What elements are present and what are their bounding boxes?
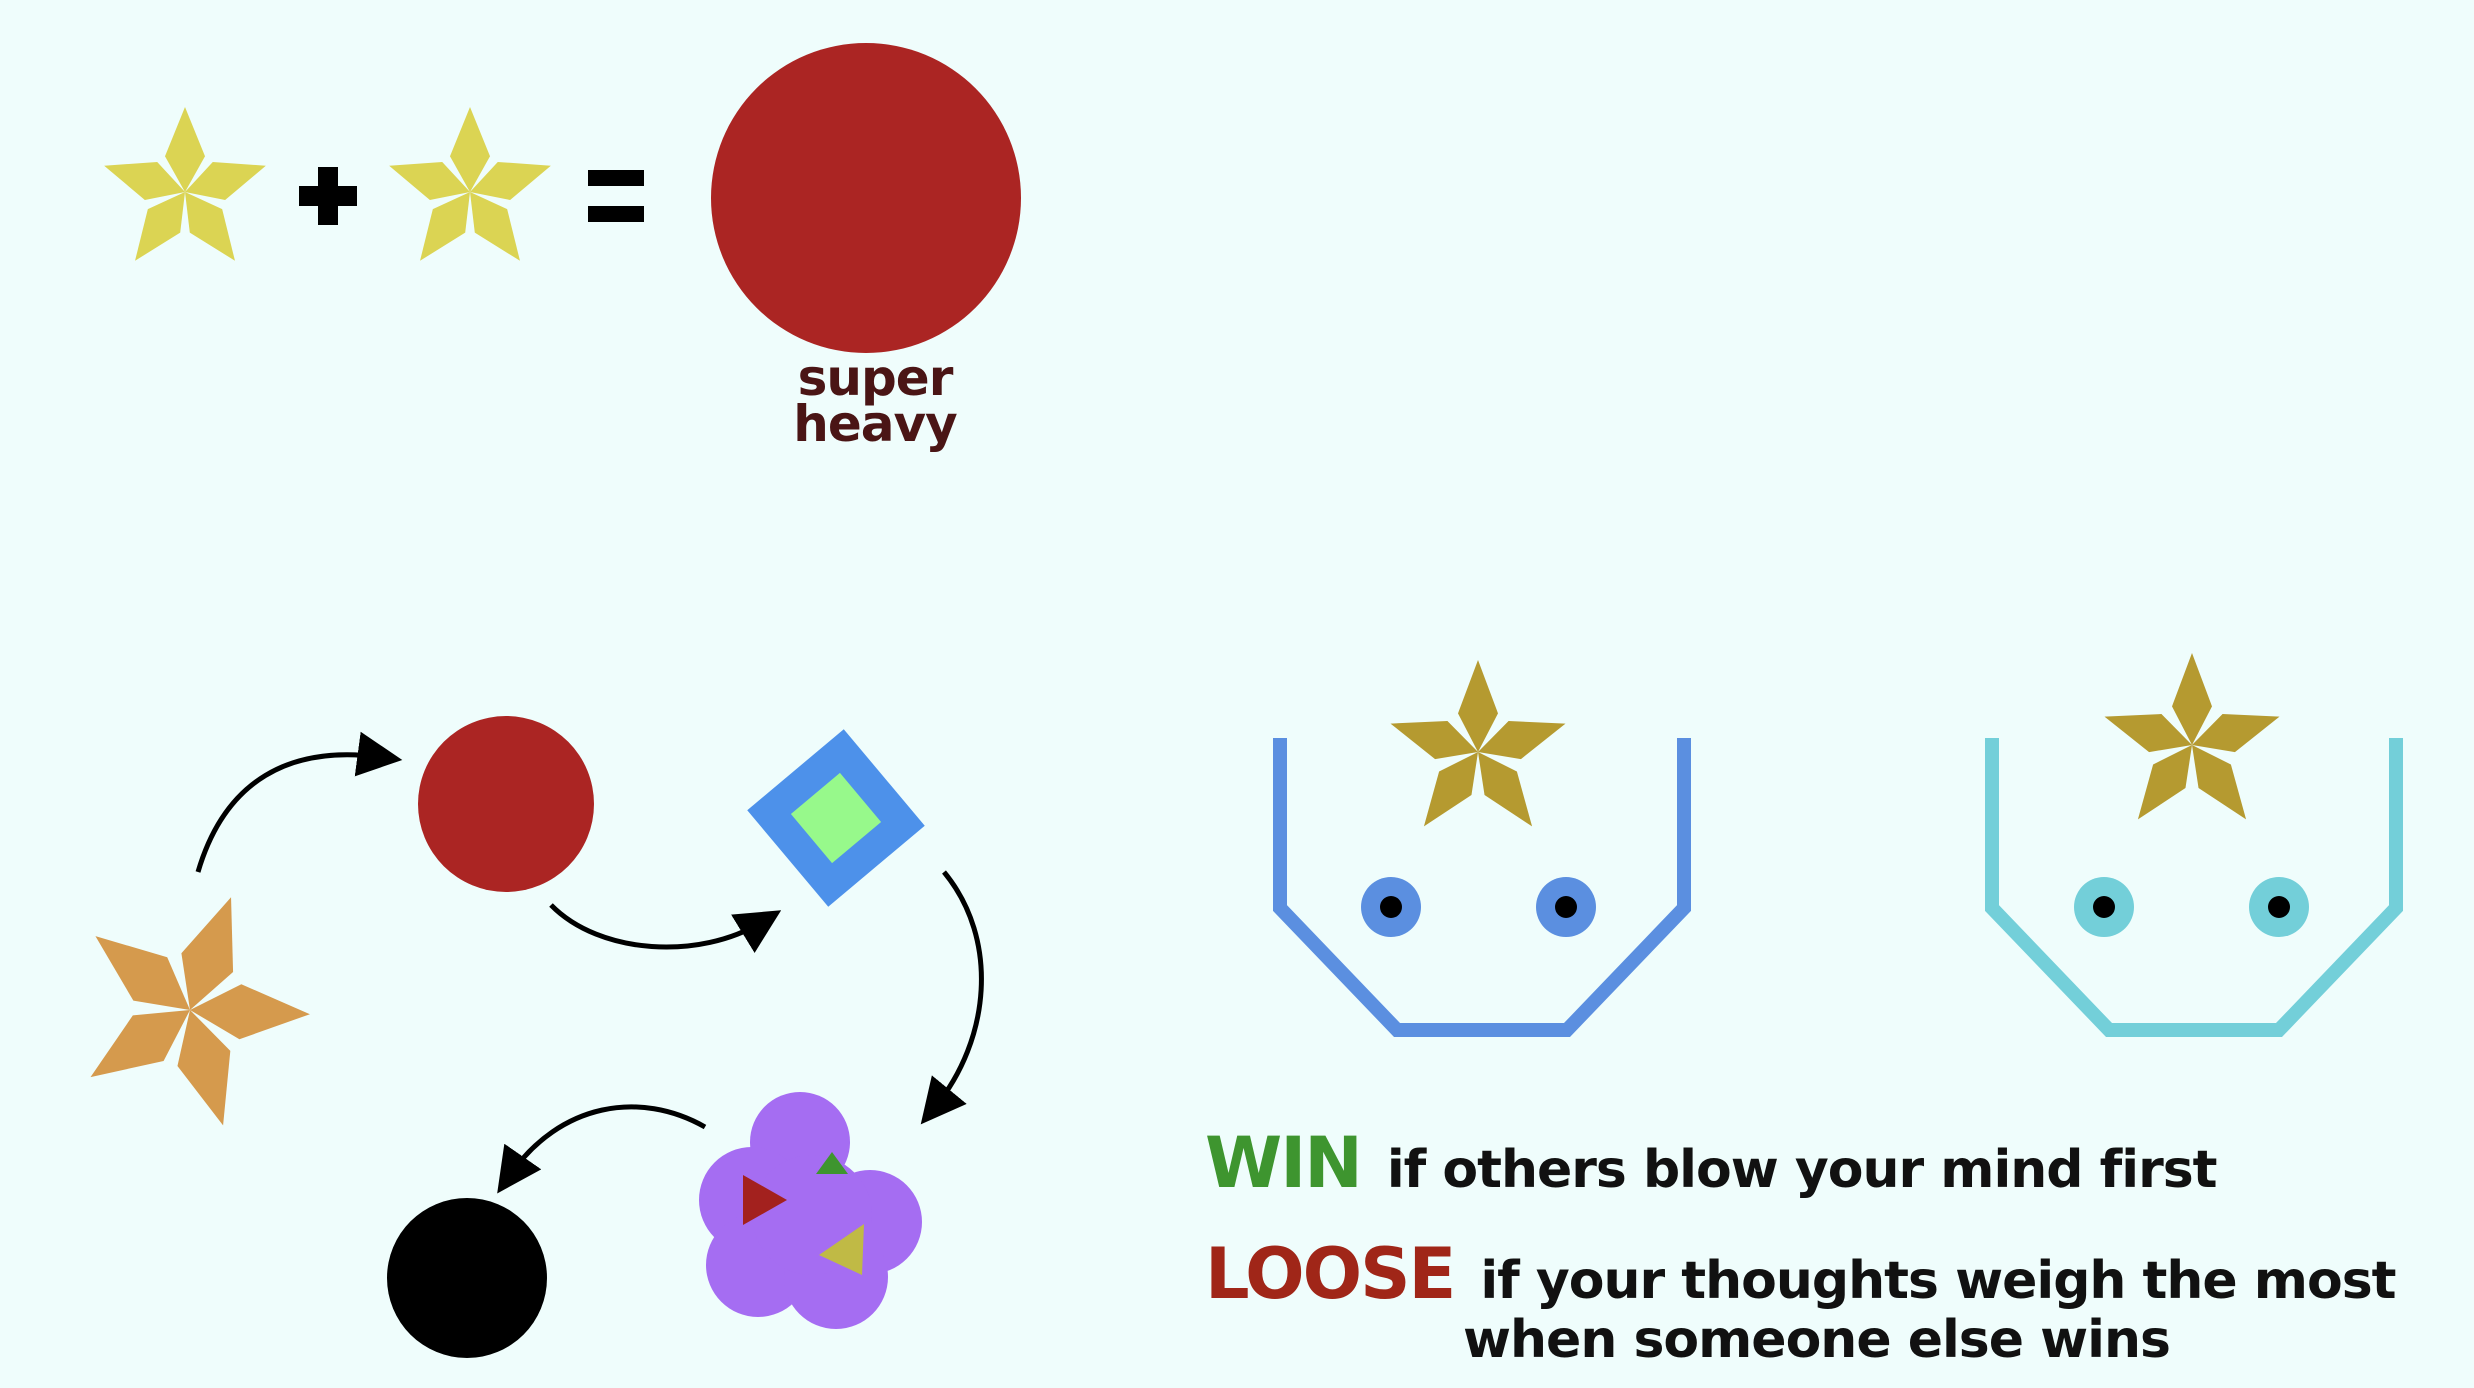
- cloud-icon: [699, 1092, 922, 1329]
- star-petal: [165, 107, 205, 192]
- black-circle-icon: [387, 1198, 547, 1358]
- tub-outline-blue: [1273, 738, 1691, 1037]
- win-keyword: WIN: [1205, 1122, 1363, 1204]
- star-icon: [2104, 653, 2280, 820]
- loose-text-line1: if your thoughts weigh the most: [1480, 1251, 2396, 1311]
- green-triangle-icon: [816, 1152, 848, 1174]
- yellow-triangle-icon: [819, 1224, 864, 1275]
- equals-icon: [588, 170, 644, 222]
- arrow-circle-to-diamond: [549, 903, 782, 953]
- star-petal: [2192, 714, 2280, 753]
- super-heavy-circle: [711, 43, 1021, 353]
- win-rule: WIN if others blow your mind first: [1205, 1122, 2218, 1204]
- star-petal: [2137, 745, 2192, 820]
- star-petal: [450, 107, 490, 192]
- star-petal: [95, 936, 190, 1010]
- super-heavy-label: super heavy: [780, 349, 970, 453]
- super-heavy-label-line2: heavy: [793, 395, 957, 453]
- win-text: if others blow your mind first: [1386, 1140, 2218, 1200]
- loose-keyword: LOOSE: [1205, 1233, 1456, 1315]
- star-icon: [1390, 660, 1566, 827]
- star-petal: [420, 192, 470, 261]
- star-petal: [389, 161, 470, 200]
- star-petal: [1458, 660, 1498, 752]
- star-icon: [104, 107, 266, 261]
- red-triangle-icon: [743, 1175, 787, 1225]
- star-petal: [2172, 653, 2212, 745]
- star-petal: [1423, 752, 1478, 827]
- loose-rule: LOOSE if your thoughts weigh the most: [1205, 1233, 2397, 1315]
- star-petal: [135, 192, 185, 261]
- red-circle-icon: [418, 716, 594, 892]
- star-petal: [1478, 721, 1566, 760]
- star-petal: [2104, 714, 2192, 753]
- tub-outline-cyan: [1985, 738, 2403, 1037]
- star-petal: [185, 192, 235, 261]
- arrow-diamond-to-cloud: [920, 870, 984, 1125]
- star-petal: [2192, 745, 2247, 820]
- star-petal: [190, 984, 310, 1040]
- star-petal: [104, 161, 185, 200]
- arrow-star-to-circle: [195, 731, 403, 873]
- plus-icon: [299, 167, 357, 225]
- star-petal: [177, 1010, 231, 1126]
- star-petal: [470, 192, 520, 261]
- star-petal: [1390, 721, 1478, 760]
- star-petal: [185, 161, 266, 200]
- super-heavy-label-line1: super: [797, 349, 954, 407]
- star-petal: [90, 1010, 190, 1078]
- player-blue: [1273, 660, 1691, 1037]
- diamond-icon: [747, 729, 925, 907]
- arrow-cloud-to-black: [497, 1104, 707, 1194]
- star-icon: [389, 107, 551, 261]
- star-petal: [1478, 752, 1533, 827]
- loose-text-line2: when someone else wins: [1463, 1310, 2171, 1370]
- big-star-icon: [90, 897, 310, 1126]
- star-petal: [470, 161, 551, 200]
- player-cyan: [1985, 653, 2403, 1037]
- star-petal: [181, 897, 234, 1010]
